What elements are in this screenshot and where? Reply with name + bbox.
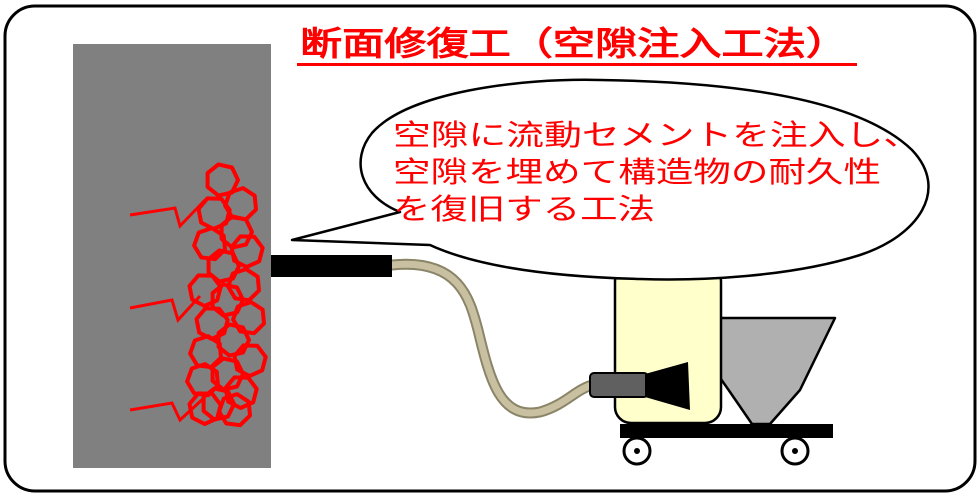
title-underline [297,63,857,66]
void-ring [216,322,251,358]
nozzle-hub [589,372,649,398]
void-ring [229,234,265,269]
void-ring [223,375,259,410]
void-ring [210,356,245,392]
crack-lines [129,198,207,423]
page-title: 断面修復工（空隙注入工法） [300,24,848,63]
callout-bubble [290,78,930,281]
void-ring [226,267,261,303]
crack-line [129,198,207,229]
pump-cart [589,263,837,466]
nozzle-cone [645,362,690,410]
void-ring [232,343,268,378]
void-ring [201,386,236,422]
injection-pipe [271,255,392,277]
void-ring [187,273,223,308]
void-ring [231,300,266,336]
wheel-right [780,436,810,466]
callout-line-3: を復旧する工法 [393,192,655,226]
void-cluster [185,162,268,428]
callout-line-1: 空隙に流動セメントを注入し、 [393,118,921,152]
injection-hose [388,260,596,417]
void-ring [192,226,227,262]
crack-line [129,395,207,423]
cart-base [620,424,833,438]
wheel-left [622,436,652,466]
void-ring [187,391,223,426]
callout-line-2: 空隙を埋めて構造物の耐久性 [393,155,881,189]
crack-line [129,294,202,323]
concrete-wall [73,44,271,468]
